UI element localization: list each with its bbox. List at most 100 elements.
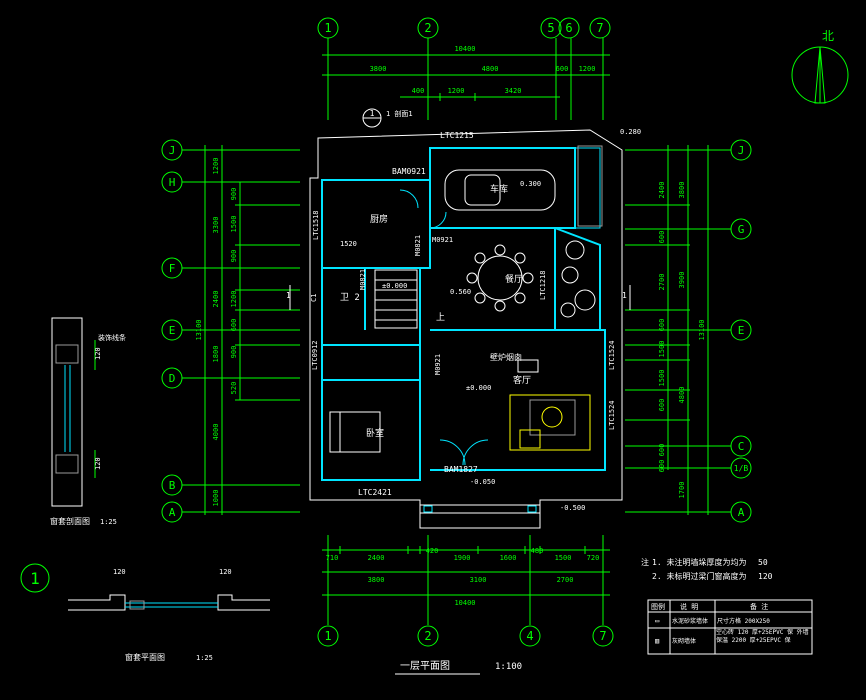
svg-text:1900: 1900 (454, 554, 471, 562)
kitchen-walls (321, 179, 431, 269)
svg-text:2: 2 (424, 21, 431, 35)
room-kitchen: 厨房 (370, 213, 388, 225)
svg-text:2400: 2400 (212, 291, 220, 308)
dims-left: 13100 1200 3300 2400 1800 4000 1000 900 … (195, 145, 300, 515)
svg-text:注: 注 (641, 557, 649, 567)
win-section-title: 窗套剖面图 (50, 516, 90, 526)
svg-text:BAM0921: BAM0921 (392, 167, 426, 176)
svg-text:600: 600 (230, 319, 238, 332)
svg-text:G: G (738, 223, 745, 236)
grid-bubble-top: 7 (589, 17, 611, 120)
svg-text:13100: 13100 (195, 319, 203, 340)
svg-text:M0921: M0921 (432, 236, 453, 244)
svg-text:1: 1 (30, 569, 40, 588)
grid-bubble-right: E (625, 319, 752, 341)
svg-text:F: F (169, 262, 176, 275)
svg-text:4800: 4800 (678, 387, 686, 404)
svg-text:4000: 4000 (212, 424, 220, 441)
svg-text:1520: 1520 (340, 240, 357, 248)
svg-text:13100: 13100 (698, 319, 706, 340)
svg-text:3800: 3800 (368, 576, 385, 584)
svg-text:-0.050: -0.050 (470, 478, 495, 486)
svg-text:-0.500: -0.500 (560, 504, 585, 512)
svg-text:装饰线条: 装饰线条 (98, 333, 126, 342)
svg-text:LTC1524: LTC1524 (608, 400, 616, 430)
stair: 上 (374, 269, 445, 329)
svg-text:±0.000: ±0.000 (466, 384, 491, 392)
svg-text:3420: 3420 (505, 87, 522, 95)
svg-text:2400: 2400 (368, 554, 385, 562)
svg-text:尺寸方格 200X250: 尺寸方格 200X250 (717, 617, 770, 625)
svg-text:C: C (738, 440, 745, 453)
svg-text:3100: 3100 (470, 576, 487, 584)
svg-text:1000: 1000 (212, 490, 220, 507)
svg-text:1200: 1200 (230, 291, 238, 308)
svg-text:D: D (169, 372, 176, 385)
legend-table: 图例 说 明 备 注 ▭ 水泥砂浆墙体 尺寸方格 200X250 ▥ 灰砌墙体 … (647, 599, 813, 655)
svg-text:H: H (169, 176, 176, 189)
grid-bubble-right: C (625, 435, 752, 457)
svg-text:3300: 3300 (212, 217, 220, 234)
svg-text:0.300: 0.300 (520, 180, 541, 188)
grid-bubble-left: J (161, 139, 300, 161)
grid-bubble-left: A (161, 501, 300, 523)
svg-text:备 注: 备 注 (750, 602, 768, 611)
svg-text:±0.000: ±0.000 (382, 282, 407, 290)
svg-text:J: J (169, 144, 176, 157)
svg-text:480: 480 (531, 547, 544, 555)
grid-bubble-left: E (161, 319, 300, 341)
svg-text:900: 900 (230, 346, 238, 359)
svg-text:1200: 1200 (579, 65, 596, 73)
svg-text:上: 上 (436, 312, 445, 323)
svg-text:LTC1518: LTC1518 (312, 210, 320, 240)
grid-bubble-top: 1 (317, 17, 339, 120)
svg-text:520: 520 (230, 382, 238, 395)
room-garage: 车库 (490, 183, 508, 195)
dining-table (466, 244, 534, 312)
svg-text:2700: 2700 (557, 576, 574, 584)
svg-text:A: A (169, 506, 176, 519)
room-living: 客厅 (513, 374, 531, 386)
svg-text:600: 600 (658, 399, 666, 412)
grid-left: J H F E D B A (161, 139, 300, 523)
svg-text:1500: 1500 (658, 341, 666, 358)
dims-right: 13100 3800 3900 4800 1700 2400 600 2700 … (625, 145, 709, 515)
grid-bubble-bottom: 1 (317, 625, 339, 647)
svg-text:10400: 10400 (454, 45, 475, 53)
svg-text:C1: C1 (310, 294, 318, 302)
grid-bubble-bottom: 2 (417, 625, 439, 647)
grid-bubble-bottom: 7 (592, 625, 614, 647)
svg-text:M0921: M0921 (434, 354, 442, 375)
room-dining: 餐厅 (505, 273, 523, 285)
room-wc: 卫 2 (340, 293, 360, 303)
svg-text:720: 720 (587, 554, 600, 562)
north-label: 北 (822, 29, 834, 43)
svg-text:2700: 2700 (658, 274, 666, 291)
svg-text:1200: 1200 (212, 158, 220, 175)
svg-text:120: 120 (219, 568, 232, 576)
svg-text:▭: ▭ (655, 617, 659, 625)
svg-text:710: 710 (326, 554, 339, 562)
svg-text:2400: 2400 (658, 182, 666, 199)
svg-text:M0821: M0821 (414, 235, 422, 256)
svg-text:600: 600 (658, 319, 666, 332)
svg-text:1: 1 (370, 109, 375, 118)
plants (560, 240, 596, 318)
svg-text:E: E (738, 324, 745, 337)
svg-text:120: 120 (113, 568, 126, 576)
svg-text:LTC1215: LTC1215 (440, 131, 474, 140)
svg-text:10400: 10400 (454, 599, 475, 607)
svg-text:3800: 3800 (370, 65, 387, 73)
svg-text:1700: 1700 (678, 482, 686, 499)
detail-bubble (20, 563, 50, 593)
svg-text:4800: 4800 (482, 65, 499, 73)
window-section-detail: 装饰线条 120 120 窗套剖面图 1:25 (50, 317, 126, 526)
svg-text:1. 未注明墙垛厚度为均为: 1. 未注明墙垛厚度为均为 (652, 557, 746, 567)
room-fireplace: 壁炉烟囱 (490, 352, 522, 362)
svg-text:5: 5 (547, 21, 554, 35)
svg-text:1:25: 1:25 (100, 518, 117, 526)
svg-text:LTC1218: LTC1218 (539, 270, 547, 300)
svg-text:1: 1 (324, 629, 331, 643)
svg-text:B: B (169, 479, 176, 492)
svg-text:1 剖面1: 1 剖面1 (386, 109, 413, 118)
